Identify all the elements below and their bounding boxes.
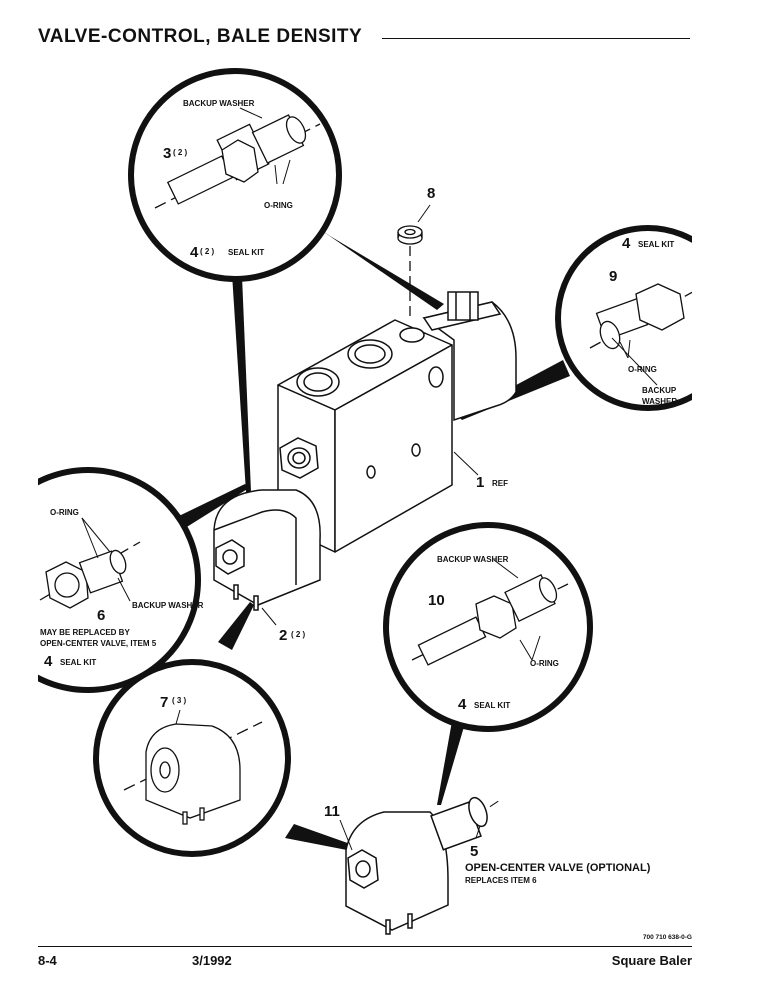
callout-top-left: BACKUP WASHER 3 ( 2 ) O-RING 4 ( 2 ) SEA… [128, 68, 342, 282]
tl-backup-washer: BACKUP WASHER [183, 99, 255, 108]
tl-item: 3 [163, 145, 171, 162]
l-seal-kit: SEAL KIT [60, 658, 96, 667]
footer-page-number: 8-4 [38, 953, 57, 968]
label-solenoid: 2 [279, 627, 287, 644]
side-hex-nut [279, 437, 319, 479]
label-solenoid-qty: ( 2 ) [291, 630, 306, 639]
tr-oring: O-RING [628, 365, 657, 374]
open-center-line1: OPEN-CENTER VALVE (OPTIONAL) [465, 862, 651, 874]
r-item: 10 [428, 592, 445, 609]
l-seal-item: 4 [44, 653, 53, 670]
tr-backup-1: BACKUP [642, 386, 677, 395]
open-center-valve [345, 796, 501, 935]
tr-backup-2: WASHER [642, 397, 677, 406]
tl-seal-item: 4 [190, 244, 199, 261]
lower-solenoid [213, 489, 321, 611]
bl-item: 7 [160, 694, 168, 711]
bl-qty: ( 3 ) [172, 696, 187, 705]
drawing-code: 700 710 638-0-G [642, 934, 692, 941]
callout-left: O-RING 6 BACKUP WASHER MAY BE REPLACED B… [38, 467, 204, 693]
r-seal-kit: SEAL KIT [474, 701, 510, 710]
callout-top-right: 4 SEAL KIT 9 O-RING BACKUP WASHER [555, 225, 692, 411]
r-oring: O-RING [530, 659, 559, 668]
open-center-line2: REPLACES ITEM 6 [465, 876, 537, 885]
plug [397, 225, 423, 320]
label-valve-body: 1 [476, 474, 484, 491]
r-seal-item: 4 [458, 696, 467, 713]
label-plug: 8 [427, 185, 435, 202]
footer-title: Square Baler [611, 953, 692, 968]
callout-bottom-left: 7 ( 3 ) [93, 659, 291, 857]
tr-seal-kit: SEAL KIT [638, 240, 674, 249]
tr-seal-item: 4 [622, 235, 631, 252]
tl-qty: ( 2 ) [173, 148, 188, 157]
r-backup-washer: BACKUP WASHER [437, 555, 509, 564]
upper-solenoid [422, 291, 517, 422]
footer-rule [38, 946, 692, 947]
l-oring: O-RING [50, 508, 79, 517]
label-valve-body-ref: REF [492, 479, 508, 488]
leader-lines [261, 204, 481, 851]
l-note-1: MAY BE REPLACED BY [40, 628, 130, 637]
tl-seal-kit: SEAL KIT [228, 248, 264, 257]
callout-right: BACKUP WASHER 10 O-RING 4 SEAL KIT [383, 522, 593, 732]
l-backup-washer: BACKUP WASHER [132, 601, 204, 610]
page-title: VALVE-CONTROL, BALE DENSITY [38, 26, 363, 47]
l-item: 6 [97, 607, 105, 624]
tl-oring: O-RING [264, 201, 293, 210]
label-nut: 11 [324, 803, 340, 820]
tr-item: 9 [609, 268, 617, 285]
l-note-2: OPEN-CENTER VALVE, ITEM 5 [40, 639, 157, 648]
label-open-center: 5 [470, 843, 478, 860]
title-rule [382, 38, 690, 39]
tl-seal-qty: ( 2 ) [200, 247, 215, 256]
footer-date: 3/1992 [192, 953, 232, 968]
